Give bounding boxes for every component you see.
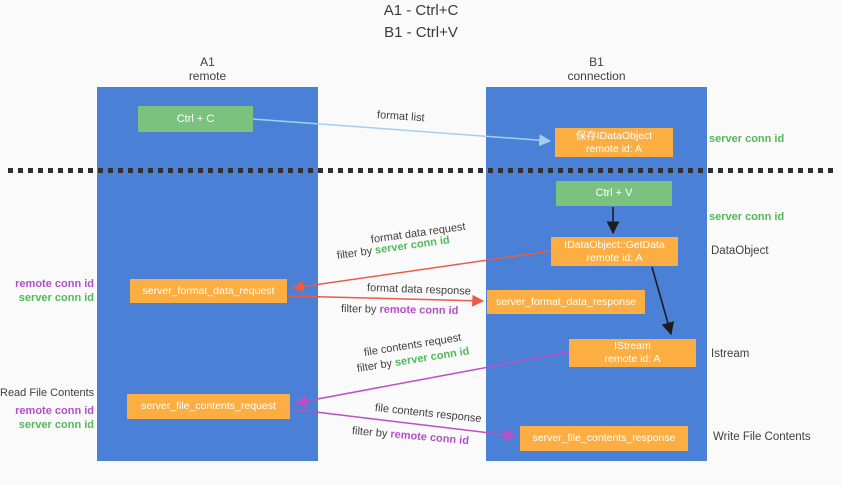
ctrl-c-box: Ctrl + C xyxy=(138,106,253,132)
server-file-contents-response-box: server_file_contents_response xyxy=(520,426,688,451)
idataobject-getdata-box: IDataObject::GetData remote id: A xyxy=(551,237,678,266)
istream-side-label: Istream xyxy=(711,348,750,360)
server-file-contents-request-box: server_file_contents_request xyxy=(127,394,290,419)
format-data-response-label: format data response xyxy=(366,282,472,298)
istream-box: IStream remote id: A xyxy=(569,339,696,367)
file-contents-response-label: file contents response xyxy=(374,402,483,426)
read-file-contents-label: Read File Contents xyxy=(0,387,95,399)
remote-conn-id-keyword-1: remote conn id xyxy=(379,303,459,318)
title-line-2: B1 - Ctrl+V xyxy=(384,24,458,41)
filter-by-prefix-4: filter by xyxy=(351,425,391,441)
istream-line1: IStream xyxy=(614,340,651,352)
server-conn-id-label-top: server conn id xyxy=(709,133,785,145)
remote-conn-id-keyword-2: remote conn id xyxy=(389,428,470,448)
column-b1-name: B1 xyxy=(589,55,604,69)
left-conn-id-block-bottom: Read File Contents remote conn id server… xyxy=(0,386,94,432)
dataobject-label: DataObject xyxy=(711,245,769,257)
filter-by-prefix-2: filter by xyxy=(340,303,380,316)
column-a1-subtitle: remote xyxy=(188,69,227,83)
column-header-a1: A1 remote xyxy=(97,55,318,83)
server-conn-id-label-left-bottom: server conn id xyxy=(18,419,94,431)
column-b1-subtitle: connection xyxy=(567,69,626,83)
server-format-data-response-box: server_format_data_response xyxy=(487,290,645,314)
filter-by-prefix-1: filter by xyxy=(336,244,376,262)
server-file-contents-response-label: server_file_contents_response xyxy=(532,432,676,444)
column-a1-name: A1 xyxy=(200,55,215,69)
ctrl-v-label: Ctrl + V xyxy=(595,187,633,199)
save-idataobject-box: 保存IDataObject remote id: A xyxy=(555,128,673,157)
left-conn-id-block-top: remote conn id server conn id xyxy=(0,277,94,305)
remote-conn-id-label-bottom: remote conn id xyxy=(15,405,94,417)
phase-divider-dotted-line xyxy=(8,168,836,173)
server-format-data-request-box: server_format_data_request xyxy=(130,279,287,303)
filter-by-prefix-3: filter by xyxy=(356,357,396,375)
save-idataobject-line2: remote id: A xyxy=(585,142,643,155)
column-header-b1: B1 connection xyxy=(486,55,707,83)
server-format-data-response-label: server_format_data_response xyxy=(495,295,637,308)
format-list-label: format list xyxy=(376,109,425,125)
server-format-data-request-label: server_format_data_request xyxy=(142,284,275,297)
server-conn-id-label-mid: server conn id xyxy=(709,211,785,223)
server-file-contents-request-label: server_file_contents_request xyxy=(141,400,276,412)
title-line-1: A1 - Ctrl+C xyxy=(383,2,459,19)
getdata-line1: IDataObject::GetData xyxy=(564,238,665,251)
diagram-title: A1 - Ctrl+C B1 - Ctrl+V xyxy=(0,0,842,44)
ctrl-v-box: Ctrl + V xyxy=(556,181,672,206)
istream-line2: remote id: A xyxy=(604,353,661,365)
getdata-line2: remote id: A xyxy=(586,251,643,264)
remote-conn-id-label-top: remote conn id xyxy=(15,278,94,290)
filter-by-remote-conn-id-label-1: filter by remote conn id xyxy=(341,303,459,317)
ctrl-c-label: Ctrl + C xyxy=(176,112,215,125)
filter-by-remote-conn-id-label-2: filter by remote conn id xyxy=(351,425,469,447)
server-conn-id-label-left-top: server conn id xyxy=(18,292,94,304)
save-idataobject-line1: 保存IDataObject xyxy=(575,129,653,142)
write-file-contents-label: Write File Contents xyxy=(713,431,811,443)
